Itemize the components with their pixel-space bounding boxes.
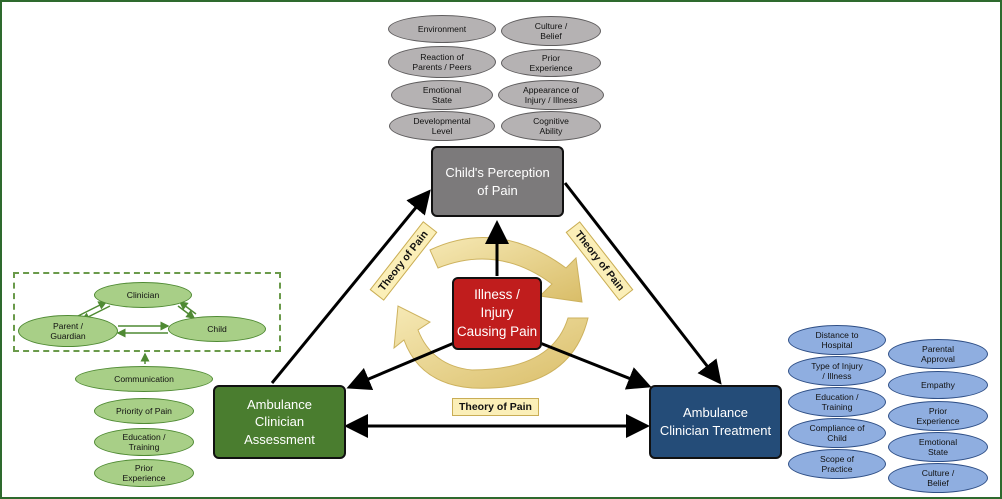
perception-label: Child's Perception of Pain — [445, 164, 550, 198]
treatment-label: Ambulance Clinician Treatment — [659, 405, 772, 438]
assessment-label: Ambulance Clinician Assessment — [244, 396, 315, 447]
factor-label: Priority of Pain — [116, 405, 172, 416]
arrow-assessment-to-perception — [270, 189, 431, 384]
center-box: Illness / Injury Causing Pain — [452, 277, 542, 350]
factor-education-training: Education / Training — [94, 428, 194, 456]
factor-prior-experience-treatment: Prior Experience — [888, 401, 988, 431]
triad-group — [13, 272, 281, 352]
factor-prior-experience: Prior Experience — [501, 49, 601, 77]
factor-environment: Environment — [388, 15, 496, 43]
factor-label: Communication — [114, 373, 174, 384]
factor-label: Emotional State — [422, 84, 462, 105]
factor-developmental-level: Developmental Level — [389, 111, 495, 141]
factor-label: Cognitive Ability — [533, 115, 569, 136]
arrow-center-to-assessment — [346, 341, 455, 391]
factor-label: Empathy — [921, 379, 955, 390]
triad-label: Clinician — [126, 289, 160, 300]
theory-label-text: Theory of Pain — [459, 401, 532, 413]
factor-prior-experience-assessment: Prior Experience — [94, 459, 194, 487]
factor-label: Culture / Belief — [534, 20, 568, 41]
factor-type-of-injury: Type of Injury / Illness — [788, 356, 886, 386]
factor-label: Environment — [417, 23, 467, 34]
factor-label: Compliance of Child — [809, 422, 865, 443]
factor-label: Prior Experience — [529, 52, 573, 73]
perception-box: Child's Perception of Pain — [431, 146, 564, 217]
factor-label: Education / Training — [815, 391, 859, 412]
factor-label: Distance to Hospital — [815, 329, 859, 350]
factor-label: Appearance of Injury / Illness — [523, 84, 579, 105]
assessment-box: Ambulance Clinician Assessment — [213, 385, 346, 459]
arrow-clinician-to-child — [177, 305, 196, 319]
factor-cognitive-ability: Cognitive Ability — [501, 111, 601, 141]
factor-emotional-state-treatment: Emotional State — [888, 432, 988, 462]
arrow-center-to-treatment — [539, 341, 652, 390]
cycle-arrows — [393, 237, 589, 389]
center-label: Illness / Injury Causing Pain — [456, 287, 538, 339]
arrow-perception-to-treatment — [563, 182, 722, 385]
factor-compliance-of-child: Compliance of Child — [788, 418, 886, 448]
theory-label-bottom: Theory of Pain — [452, 398, 539, 416]
factor-culture-belief: Culture / Belief — [501, 16, 601, 46]
triad-parent-guardian: Parent / Guardian — [18, 315, 118, 347]
triad-label: Child — [207, 323, 227, 334]
cycle-arrow-bottom — [393, 305, 589, 389]
factor-label: Education / Training — [122, 431, 166, 452]
factor-education-training-treatment: Education / Training — [788, 387, 886, 417]
factor-emotional-state: Emotional State — [391, 80, 493, 110]
factor-label: Culture / Belief — [921, 467, 955, 488]
factor-scope-of-practice: Scope of Practice — [788, 449, 886, 479]
factor-label: Type of Injury / Illness — [811, 360, 863, 381]
factor-label: Reaction of Parents / Peers — [412, 51, 472, 72]
factor-priority-of-pain: Priority of Pain — [94, 398, 194, 424]
factor-label: Emotional State — [918, 436, 958, 457]
factor-appearance-of-injury: Appearance of Injury / Illness — [498, 80, 604, 110]
factor-communication: Communication — [75, 366, 213, 392]
triad-child: Child — [168, 316, 266, 342]
triad-clinician: Clinician — [94, 282, 192, 308]
factor-distance-to-hospital: Distance to Hospital — [788, 325, 886, 355]
factor-parental-approval: Parental Approval — [888, 339, 988, 369]
factor-label: Prior Experience — [122, 462, 166, 483]
treatment-box: Ambulance Clinician Treatment — [649, 385, 782, 459]
cycle-arrow-right — [429, 237, 583, 303]
factor-label: Prior Experience — [916, 405, 960, 426]
triad-label: Parent / Guardian — [50, 320, 86, 341]
factor-empathy: Empathy — [888, 371, 988, 399]
factor-reaction-of-parents-peers: Reaction of Parents / Peers — [388, 46, 496, 78]
factor-label: Scope of Practice — [820, 453, 854, 474]
factor-label: Parental Approval — [921, 343, 955, 364]
factor-label: Developmental Level — [413, 115, 471, 136]
factor-culture-belief-treatment: Culture / Belief — [888, 463, 988, 493]
